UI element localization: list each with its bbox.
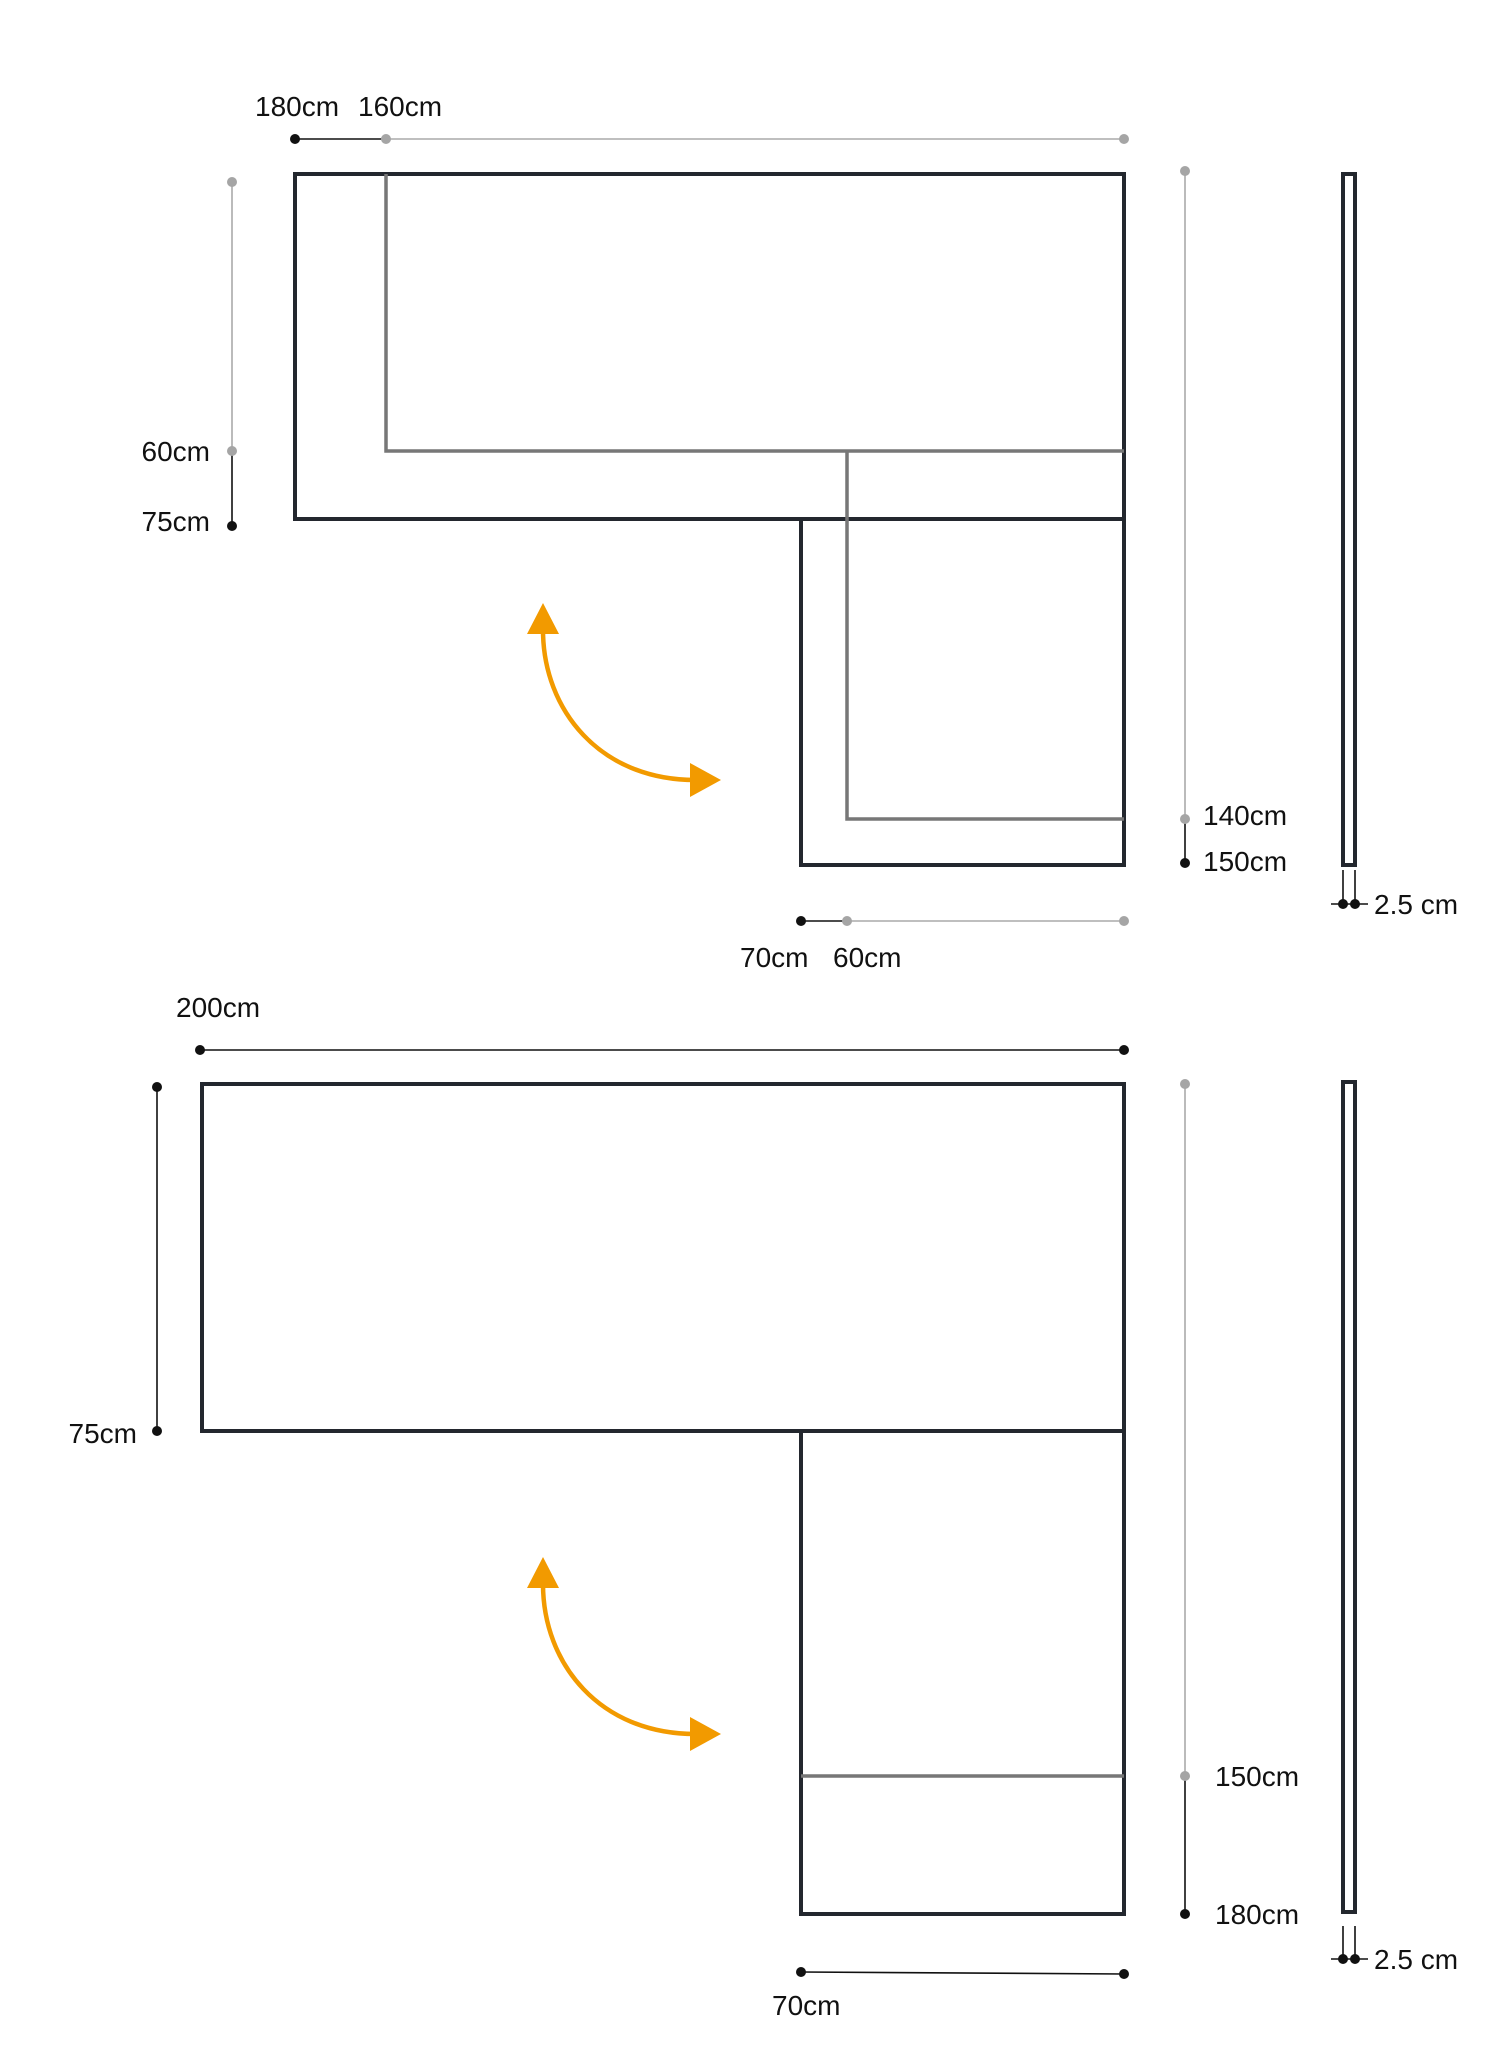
- length-dimension: 150cm 180cm: [1180, 1079, 1299, 1930]
- width-dimension: 180cm 160cm: [255, 91, 1129, 144]
- l-desk-outline: [200, 1082, 1126, 1916]
- smaller-desk-outline: [384, 174, 1124, 821]
- side-panel: [1341, 1080, 1357, 1914]
- length-dimension: 140cm 150cm: [1180, 166, 1287, 877]
- length-label-large: 150cm: [1203, 846, 1287, 877]
- width-label: 200cm: [176, 992, 260, 1023]
- top-diagram: 180cm 160cm 60cm 75cm 140cm 150cm: [142, 91, 1459, 973]
- thickness-label: 2.5 cm: [1374, 1944, 1458, 1975]
- depth-dimension: 60cm 75cm: [142, 177, 237, 537]
- thickness-view: 2.5 cm: [1331, 172, 1458, 920]
- width-label-large: 180cm: [255, 91, 339, 122]
- width-label-small: 160cm: [358, 91, 442, 122]
- leg-width-label-large: 70cm: [740, 942, 808, 973]
- depth-dimension: 75cm: [69, 1082, 162, 1449]
- depth-label: 75cm: [69, 1418, 137, 1449]
- leg-width-dimension: 70cm 60cm: [740, 916, 1129, 973]
- thickness-view: 2.5 cm: [1331, 1080, 1458, 1975]
- bottom-diagram: 200cm 75cm 150cm 180cm 70cm: [69, 992, 1459, 2021]
- leg-width-dimension: 70cm: [772, 1967, 1129, 2021]
- rotate-arrow-icon: [527, 603, 721, 797]
- width-dimension: 200cm: [176, 992, 1129, 1055]
- length-label-small: 150cm: [1215, 1761, 1299, 1792]
- l-desk-outline: [293, 172, 1126, 867]
- leg-width-label: 70cm: [772, 1990, 840, 2021]
- depth-label-large: 75cm: [142, 506, 210, 537]
- length-label-large: 180cm: [1215, 1899, 1299, 1930]
- depth-label-small: 60cm: [142, 436, 210, 467]
- thickness-label: 2.5 cm: [1374, 889, 1458, 920]
- side-panel: [1341, 172, 1357, 867]
- length-label-small: 140cm: [1203, 800, 1287, 831]
- leg-width-label-small: 60cm: [833, 942, 901, 973]
- rotate-arrow-icon: [527, 1557, 721, 1751]
